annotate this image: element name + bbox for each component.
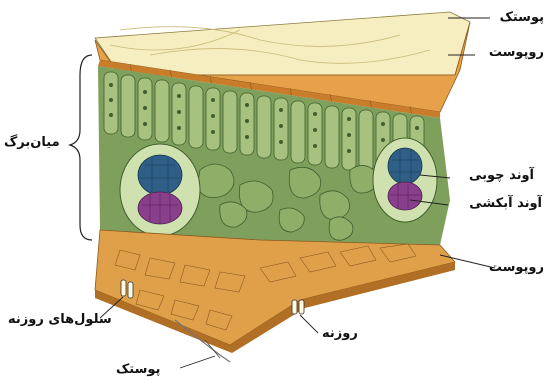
vascular-bundle-right — [373, 138, 437, 222]
label-stoma: روزنه — [322, 326, 358, 341]
lower-epidermis — [95, 230, 455, 353]
label-epidermis-bottom: روپوست — [489, 260, 544, 275]
label-cuticle-bottom: پوستک — [116, 362, 160, 377]
label-guard-cells: سلول‌های روزنه — [8, 312, 112, 327]
label-cuticle-top: پوستک — [500, 10, 544, 25]
label-xylem: آوند چوبی — [469, 168, 534, 183]
label-epidermis-top: روپوست — [489, 45, 544, 60]
label-phloem: آوند آبکشی — [469, 196, 542, 211]
brace-icon — [70, 55, 92, 240]
vascular-bundle-left — [120, 144, 200, 236]
label-mesophyll: میان‌برگ — [4, 135, 60, 150]
upper-cuticle — [95, 12, 470, 75]
